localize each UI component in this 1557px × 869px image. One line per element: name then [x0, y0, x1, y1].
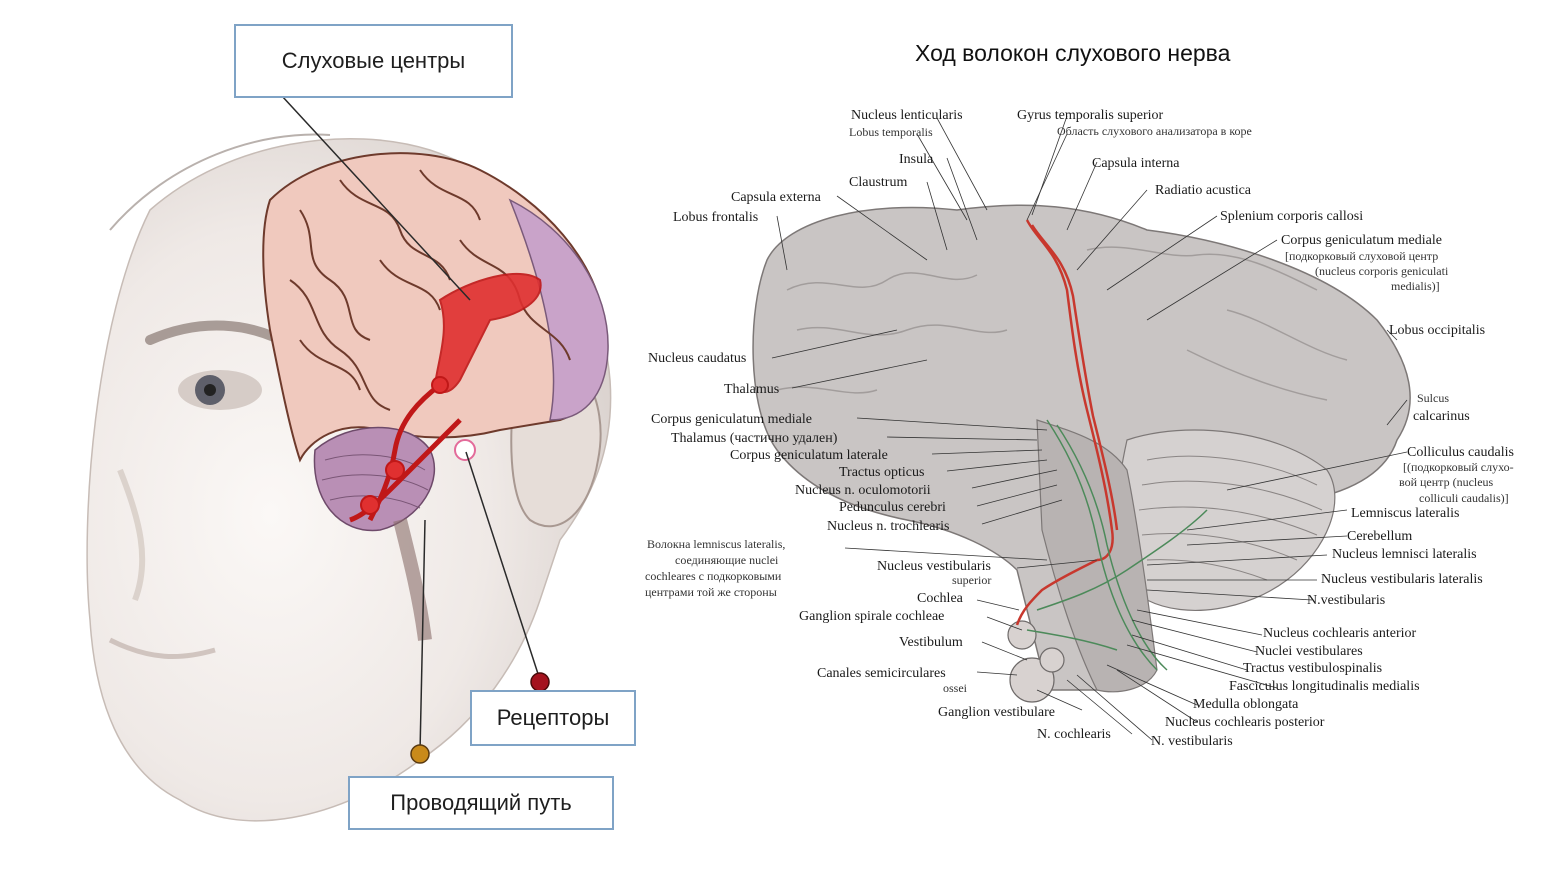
label-colliculus-2: [(подкорковый слухо-: [1403, 460, 1514, 474]
label-nucleus-cochlearis-ant: Nucleus cochlearis anterior: [1263, 626, 1416, 641]
label-volokna-1: Волокна lemniscus lateralis,: [647, 537, 785, 551]
label-tractus-opticus: Tractus opticus: [839, 465, 924, 480]
label-nucleus-vest-lat: Nucleus vestibularis lateralis: [1321, 572, 1483, 587]
label-nucleus-caudatus: Nucleus caudatus: [648, 351, 746, 366]
auditory-nerve-diagram: Nucleus lenticularis Lobus temporalis Gy…: [627, 90, 1557, 790]
label-capsula-externa: Capsula externa: [731, 190, 822, 205]
label-cgm-left: Corpus geniculatum mediale: [651, 412, 812, 427]
diagram-title: Ход волокон слухового нерва: [915, 40, 1230, 67]
label-oblast-slukhovogo: Область слухового анализатора в коре: [1057, 124, 1252, 138]
label-insula: Insula: [899, 152, 934, 167]
label-volokna-4: центрами той же стороны: [645, 585, 777, 599]
label-nucleus-trochlearis: Nucleus n. trochlearis: [827, 519, 949, 534]
label-cgm-top-4: medialis)]: [1391, 279, 1440, 293]
label-nuclei-vestibulares: Nuclei vestibulares: [1255, 644, 1363, 659]
label-sulcus-1: Sulcus: [1417, 391, 1449, 405]
label-ganglion-vestibulare: Ganglion vestibulare: [938, 705, 1055, 720]
label-nucleus-lemnisci: Nucleus lemnisci lateralis: [1332, 547, 1477, 562]
label-cgl: Corpus geniculatum laterale: [730, 448, 888, 463]
label-n-vestibularis-b: N. vestibularis: [1151, 734, 1233, 749]
label-lobus-temporalis: Lobus temporalis: [849, 125, 933, 139]
callout-auditory-centers: Слуховые центры: [234, 24, 513, 98]
label-splenium: Splenium corporis callosi: [1220, 209, 1363, 224]
label-ganglion-spirale: Ganglion spirale cochleae: [799, 609, 944, 624]
label-n-vestibularis-r: N.vestibularis: [1307, 593, 1385, 608]
label-colliculus-3: вой центр (nucleus: [1399, 475, 1494, 489]
label-volokna-2: соединяющие nuclei: [675, 553, 779, 567]
label-thalamus: Thalamus: [724, 382, 779, 397]
label-nucleus-lenticularis: Nucleus lenticularis: [851, 108, 963, 123]
label-fasciculus: Fasciculus longitudinalis medialis: [1229, 679, 1420, 694]
label-n-cochlearis: N. cochlearis: [1037, 727, 1111, 742]
label-claustrum: Claustrum: [849, 175, 907, 190]
label-radiatio-acustica: Radiatio acustica: [1155, 183, 1252, 198]
label-lobus-frontalis: Lobus frontalis: [673, 210, 758, 225]
label-volokna-3: cochleares с подкорковыми: [645, 569, 782, 583]
label-gyrus-temporalis-superior: Gyrus temporalis superior: [1017, 108, 1164, 123]
label-medulla: Medulla oblongata: [1193, 697, 1299, 712]
label-colliculus-4: colliculi caudalis)]: [1419, 491, 1509, 505]
label-nvs-2: superior: [952, 573, 991, 587]
label-cerebellum: Cerebellum: [1347, 529, 1412, 544]
callout-conducting-path-text: Проводящий путь: [390, 790, 571, 816]
label-colliculus-1: Colliculus caudalis: [1407, 445, 1514, 460]
label-lemniscus-lateralis: Lemniscus lateralis: [1351, 506, 1459, 521]
callout-receptors-text: Рецепторы: [497, 705, 610, 731]
label-cgm-top-2: [подкорковый слуховой центр: [1285, 249, 1438, 263]
label-vestibulum: Vestibulum: [899, 635, 963, 650]
label-canales-2: ossei: [943, 681, 968, 695]
callout-receptors: Рецепторы: [470, 690, 636, 746]
label-cochlea: Cochlea: [917, 591, 964, 606]
receptor-marker: [455, 440, 475, 460]
callout-auditory-centers-text: Слуховые центры: [282, 48, 465, 74]
callout-conducting-path: Проводящий путь: [348, 776, 614, 830]
label-cgm-top-1: Corpus geniculatum mediale: [1281, 233, 1442, 248]
cerebellum-section: [1117, 430, 1335, 610]
label-nucleus-oculomotorii: Nucleus n. oculomotorii: [795, 483, 931, 498]
label-nucleus-cochlearis-post: Nucleus cochlearis posterior: [1165, 715, 1325, 730]
label-cgm-top-3: (nucleus corporis geniculati: [1315, 264, 1449, 278]
label-pedunculus: Pedunculus cerebri: [839, 500, 946, 515]
label-nvs-1: Nucleus vestibularis: [877, 559, 991, 574]
label-canales-1: Canales semicirculares: [817, 666, 946, 681]
label-capsula-interna: Capsula interna: [1092, 156, 1180, 171]
label-tractus-vestibulospinalis: Tractus vestibulospinalis: [1243, 661, 1382, 676]
label-lobus-occipitalis: Lobus occipitalis: [1389, 323, 1485, 338]
label-thalamus-partial: Thalamus (частично удален): [671, 431, 838, 446]
label-sulcus-2: calcarinus: [1413, 409, 1470, 424]
